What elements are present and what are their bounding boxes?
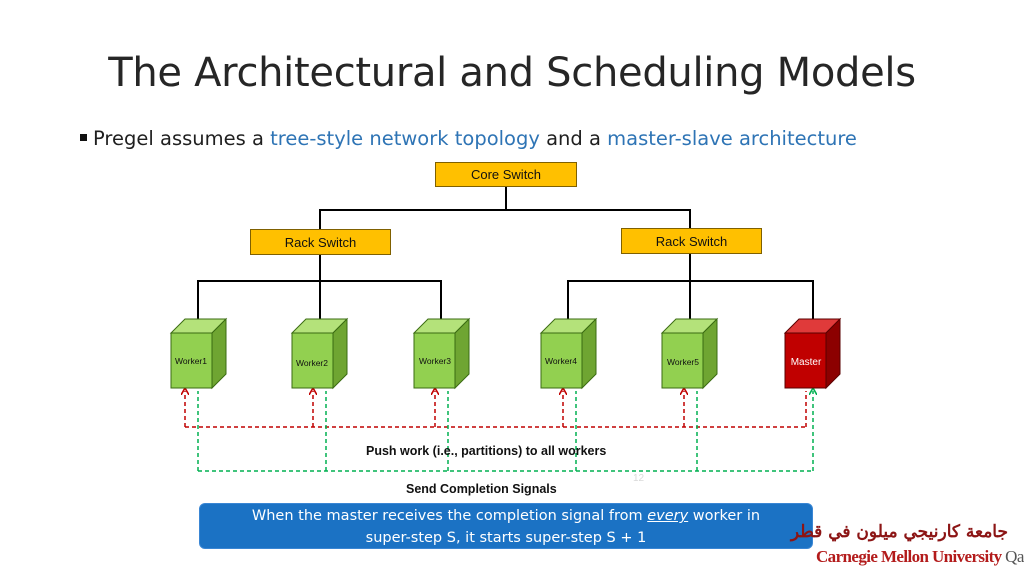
link-core-to-racks	[319, 187, 691, 230]
bullet-point: Pregel assumes a tree-style network topo…	[80, 127, 857, 150]
rack-switch-left: Rack Switch	[250, 229, 391, 255]
completion-signals-caption: Send Completion Signals	[406, 482, 557, 496]
callout-line2: super-step S, it starts super-step S + 1	[365, 530, 647, 546]
worker4-label: Worker4	[545, 356, 577, 366]
worker5-cube	[660, 317, 719, 390]
master-cube	[783, 317, 842, 390]
tree-links	[197, 187, 814, 322]
cmu-qatar-logo: جامعة كارنيجي ميلون في قطر Carnegie Mell…	[791, 520, 1024, 570]
worker2-cube	[290, 317, 349, 390]
push-work-caption: Push work (i.e., partitions) to all work…	[366, 444, 607, 458]
logo-suffix: Qatar	[1005, 547, 1024, 566]
callout-box: When the master receives the completion …	[199, 503, 813, 549]
worker2-label: Worker2	[296, 358, 328, 368]
worker5-label: Worker5	[667, 357, 699, 367]
rack-switch-right: Rack Switch	[621, 228, 762, 254]
worker4-cube	[539, 317, 598, 390]
worker1-label: Worker1	[175, 356, 207, 366]
callout-line1-before: When the master receives the completion …	[251, 508, 648, 524]
bullet-square-icon	[80, 134, 87, 141]
node-cubes	[169, 317, 842, 390]
logo-english-text: Carnegie Mellon University Qatar	[816, 547, 1024, 567]
link-rack1-to-workers	[197, 254, 442, 322]
worker1-cube	[169, 317, 228, 390]
bullet-accent-topology: tree-style network topology	[270, 127, 540, 150]
push-work-arrows	[185, 391, 807, 428]
callout-line1-after: worker in	[688, 508, 761, 524]
bullet-accent-architecture: master-slave architecture	[607, 127, 857, 150]
callout-emphasis: every	[647, 508, 689, 524]
master-label: Master	[791, 357, 822, 368]
node-labels: Worker1 Worker2 Worker3 Worker4 Worker5 …	[175, 356, 822, 368]
link-rack2-to-nodes	[567, 253, 814, 322]
bullet-middle: and a	[539, 127, 608, 150]
worker3-cube	[412, 317, 471, 390]
bullet-prefix: Pregel assumes a	[93, 127, 271, 150]
logo-name: Carnegie Mellon University	[816, 547, 1002, 566]
page-number: 12	[633, 473, 645, 484]
logo-arabic-text: جامعة كارنيجي ميلون في قطر	[790, 522, 1008, 542]
core-switch: Core Switch	[435, 162, 577, 187]
completion-signal-arrows	[197, 391, 813, 472]
worker3-label: Worker3	[419, 356, 451, 366]
slide-title: The Architectural and Scheduling Models	[108, 50, 916, 96]
